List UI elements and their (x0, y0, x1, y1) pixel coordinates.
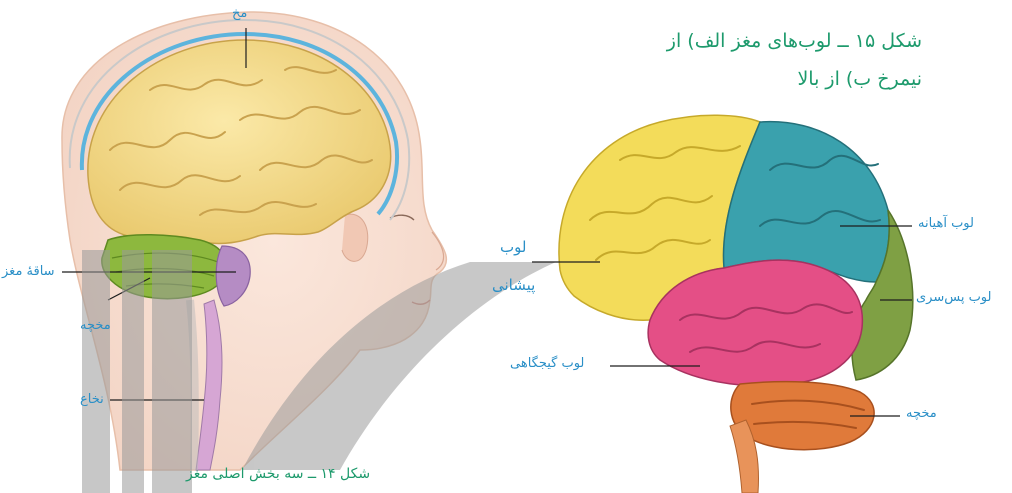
figure15-caption-line2: نیمرخ ب) از بالا (797, 68, 922, 90)
label-parietal: لوب آهیانه (918, 216, 974, 232)
lobes-illustration (559, 115, 913, 493)
figure15-caption-line1: شکل ۱۵ ــ لوب‌های مغز الف) از (667, 30, 922, 52)
label-brainstem: ساقهٔ مغز (2, 264, 55, 280)
label-cerebellum: مخچه (80, 318, 111, 334)
head-illustration (62, 12, 446, 470)
label-occipital: لوب پس‌سری (916, 290, 991, 306)
label-spinal-cord: نخاع (80, 392, 104, 408)
figure14-caption: شکل ۱۴ ــ سه بخش اصلی مغز (186, 466, 370, 482)
watermark-bar-2 (122, 250, 144, 493)
ear (342, 214, 368, 261)
watermark-bar-1 (82, 250, 110, 493)
label-brain: مخ (232, 6, 247, 22)
label-temporal: لوب گیجگاهی (510, 356, 584, 372)
label-frontal-line2: پیشانی (492, 276, 535, 294)
watermark-bar-3 (152, 250, 192, 493)
label-frontal-line1: لوب (500, 238, 526, 256)
label-cerebellum-fig15: مخچه (906, 406, 937, 422)
